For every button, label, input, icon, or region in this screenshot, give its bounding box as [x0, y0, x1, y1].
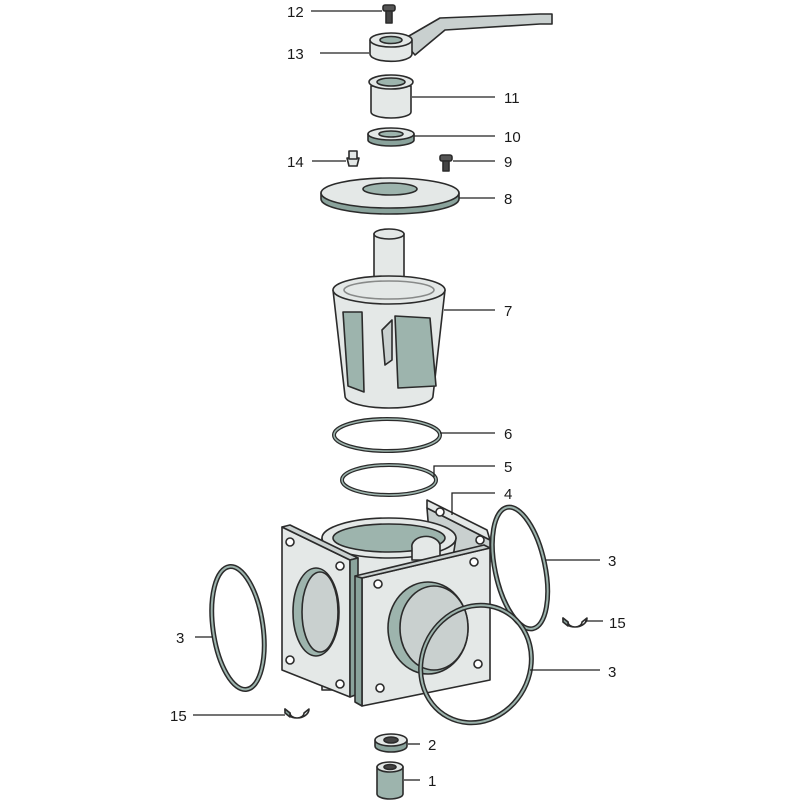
- label-11: 11: [504, 90, 520, 107]
- part-3-o-ring-left: [209, 564, 267, 692]
- leader-lines: [193, 10, 603, 781]
- part-13-handle: [369, 13, 553, 63]
- part-14-pin: [346, 150, 360, 167]
- part-15-clip-left: [284, 708, 310, 719]
- label-6: 6: [504, 426, 512, 443]
- part-8-cover-plate: [320, 177, 460, 215]
- part-6-o-ring: [332, 417, 442, 453]
- label-9: 9: [504, 154, 512, 171]
- part-3-o-ring-right-back: [489, 504, 551, 632]
- valve-body: [281, 499, 491, 707]
- label-15-right: 15: [609, 615, 626, 632]
- label-15-left: 15: [170, 708, 187, 725]
- label-4: 4: [504, 486, 512, 503]
- label-3-right-back: 3: [608, 553, 616, 570]
- part-15-clip-right: [562, 617, 588, 628]
- label-14: 14: [287, 154, 304, 171]
- label-3-front: 3: [608, 664, 616, 681]
- label-5: 5: [504, 459, 512, 476]
- part-10-washer: [367, 127, 415, 147]
- part-3-o-ring-front: [418, 602, 534, 726]
- label-10: 10: [504, 129, 521, 146]
- part-2-washer: [374, 733, 408, 753]
- part-7-rotor: [332, 228, 446, 409]
- label-13: 13: [287, 46, 304, 63]
- label-1: 1: [428, 773, 436, 790]
- label-7: 7: [504, 303, 512, 320]
- part-9-screw: [439, 154, 453, 172]
- part-labels: 12 13 11 10 14 9 8 7 6 5 4 3 15 3 3 15 2…: [170, 4, 626, 790]
- label-2: 2: [428, 737, 436, 754]
- part-1-sleeve: [376, 761, 404, 800]
- label-8: 8: [504, 191, 512, 208]
- part-11-bushing: [368, 74, 414, 119]
- label-3-left: 3: [176, 630, 184, 647]
- label-12: 12: [287, 4, 304, 21]
- part-12-screw: [382, 4, 396, 24]
- part-5-o-ring: [340, 463, 438, 497]
